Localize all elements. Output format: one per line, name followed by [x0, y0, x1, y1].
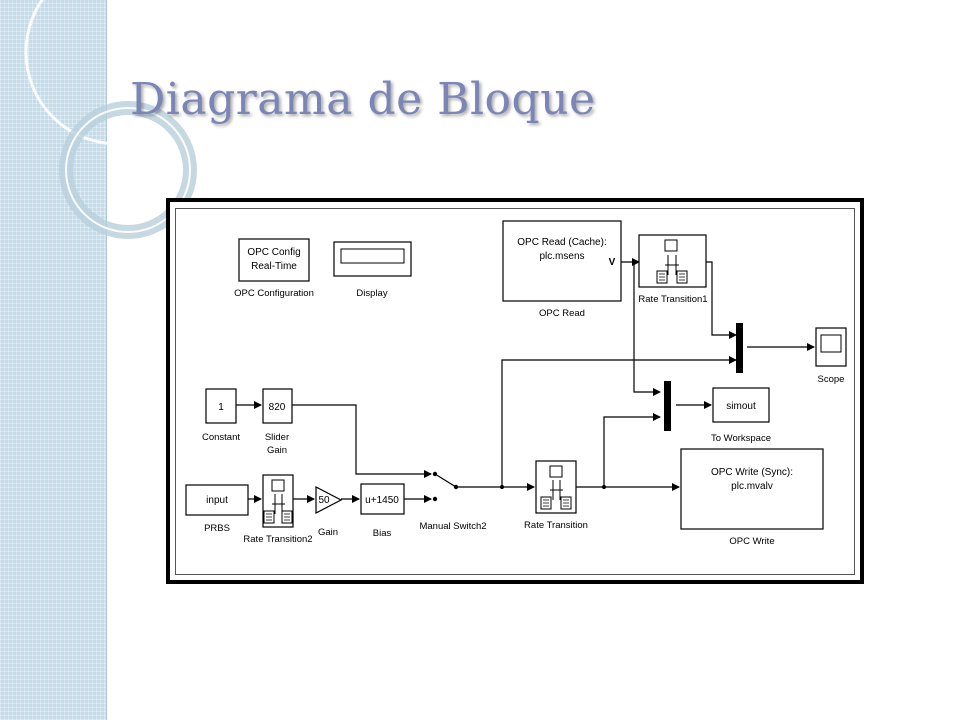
simulink-diagram: OPC Config Real-Time OPC Configuration D… [185, 220, 847, 547]
manual-switch-block[interactable]: Manual Switch2 [419, 471, 487, 532]
opc-config-caption: OPC Configuration [234, 288, 314, 299]
gain-caption: Gain [318, 527, 338, 538]
slider-gain-value: 820 [269, 402, 286, 413]
block-diagram-canvas: OPC Config Real-Time OPC Configuration D… [175, 208, 855, 575]
rate-transition2-caption: Rate Transition2 [243, 534, 312, 545]
signal-wires [236, 258, 815, 503]
prbs-value: input [206, 495, 228, 506]
opc-read-line1: OPC Read (Cache): [517, 237, 606, 248]
opc-write-line2: plc.mvalv [731, 481, 773, 492]
scope-caption: Scope [818, 374, 845, 385]
to-workspace-value: simout [726, 401, 756, 412]
bias-value: u+1450 [365, 495, 399, 506]
slider-gain-caption-2: Gain [267, 445, 287, 456]
rate-transition1-block[interactable]: Rate Transition1 [638, 234, 708, 305]
opc-read-port-label: V [609, 257, 616, 268]
bias-caption: Bias [373, 528, 392, 539]
opc-config-line1: OPC Config [247, 247, 300, 258]
mux-bar-2[interactable] [664, 381, 671, 431]
rate-transition1-caption: Rate Transition1 [638, 294, 707, 305]
slider-gain-block[interactable]: 820 Slider Gain [262, 388, 293, 456]
opc-config-line2: Real-Time [251, 261, 297, 272]
gain-block[interactable]: 50 Gain [315, 486, 343, 538]
bias-block[interactable]: u+1450 Bias [360, 483, 405, 539]
to-workspace-caption: To Workspace [711, 433, 771, 444]
opc-read-caption: OPC Read [539, 308, 585, 319]
constant-value: 1 [218, 402, 224, 413]
rate-transition-block[interactable]: Rate Transition [524, 460, 588, 531]
constant-caption: Constant [202, 432, 240, 443]
opc-write-caption: OPC Write [729, 536, 774, 547]
gain-value: 50 [318, 495, 330, 506]
opc-configuration-block[interactable]: OPC Config Real-Time OPC Configuration [234, 238, 314, 299]
display-caption: Display [356, 288, 387, 299]
opc-read-block[interactable]: OPC Read (Cache): plc.msens V OPC Read [502, 220, 622, 319]
slider-gain-caption-1: Slider [265, 432, 289, 443]
constant-block[interactable]: 1 Constant [202, 388, 240, 443]
block-diagram-frame: OPC Config Real-Time OPC Configuration D… [166, 198, 864, 584]
prbs-block[interactable]: input PRBS [185, 484, 249, 534]
manual-switch-caption: Manual Switch2 [419, 521, 486, 532]
display-block[interactable]: Display [333, 241, 412, 299]
opc-read-line2: plc.msens [539, 251, 584, 262]
scope-block[interactable]: Scope [815, 327, 847, 385]
to-workspace-block[interactable]: simout To Workspace [711, 387, 771, 444]
mux-bar-1[interactable] [736, 323, 743, 373]
rate-transition-caption: Rate Transition [524, 520, 588, 531]
opc-write-block[interactable]: OPC Write (Sync): plc.mvalv OPC Write [680, 448, 824, 547]
slide-title: Diagrama de Bloque [130, 74, 596, 125]
opc-write-line1: OPC Write (Sync): [711, 467, 793, 478]
decorative-circles [24, 0, 200, 239]
rate-transition2-block[interactable]: Rate Transition2 [243, 474, 313, 545]
prbs-caption: PRBS [204, 523, 230, 534]
